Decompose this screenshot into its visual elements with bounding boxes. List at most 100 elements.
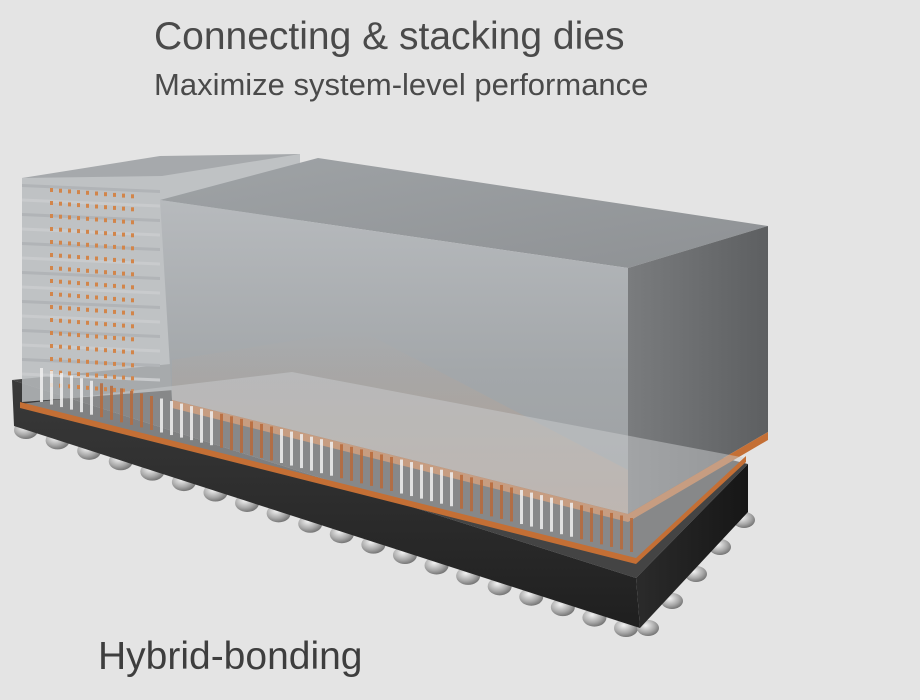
interposer-post	[60, 373, 63, 408]
tsv-copper	[95, 269, 98, 274]
tsv-copper	[86, 229, 89, 234]
tsv-copper	[68, 267, 71, 272]
tsv-copper	[68, 319, 71, 324]
interposer-post	[400, 459, 403, 494]
tsv-copper	[86, 385, 89, 390]
tsv-copper	[122, 375, 125, 380]
tsv-copper	[122, 323, 125, 328]
tsv-copper	[77, 216, 80, 221]
tsv-copper	[131, 207, 134, 212]
tsv-copper	[50, 292, 53, 296]
tsv-copper	[95, 373, 98, 378]
interposer-post	[590, 507, 593, 542]
interposer-post	[420, 464, 423, 499]
tsv-copper	[104, 322, 107, 327]
tsv-copper	[50, 305, 53, 309]
interposer-post	[320, 439, 323, 474]
tsv-copper	[122, 206, 125, 211]
tsv-copper	[95, 230, 98, 235]
tsv-copper	[68, 306, 71, 311]
tsv-copper	[95, 308, 98, 313]
tsv-copper	[95, 295, 98, 300]
tsv-copper	[77, 255, 80, 260]
tsv-copper	[131, 311, 134, 316]
interposer-post	[510, 487, 513, 522]
tsv-copper	[77, 320, 80, 325]
interposer-post	[360, 449, 363, 484]
tsv-copper	[104, 296, 107, 301]
tsv-copper	[86, 346, 89, 351]
tsv-copper	[86, 281, 89, 286]
tsv-copper	[131, 298, 134, 303]
tsv-copper	[50, 331, 53, 335]
interposer-post	[450, 472, 453, 507]
memory-die-layer	[22, 198, 160, 208]
tsv-copper	[77, 307, 80, 312]
tsv-copper	[131, 363, 134, 368]
tsv-copper	[104, 270, 107, 275]
interposer-post	[430, 467, 433, 502]
interposer-post	[150, 395, 153, 430]
interposer-post	[200, 408, 203, 443]
interposer-post	[70, 375, 73, 410]
interposer-post	[210, 411, 213, 446]
tsv-copper	[59, 214, 62, 219]
tsv-copper	[77, 242, 80, 247]
tsv-copper	[113, 283, 116, 288]
tsv-copper	[104, 257, 107, 262]
memory-die-layer	[22, 184, 160, 193]
tsv-copper	[122, 219, 125, 224]
tsv-copper	[122, 284, 125, 289]
memory-die-layer	[22, 285, 160, 295]
interposer-post	[350, 446, 353, 481]
interposer-post	[530, 492, 533, 527]
tsv-copper	[95, 191, 98, 196]
tsv-copper	[95, 334, 98, 339]
tsv-copper	[59, 344, 62, 349]
tsv-copper	[131, 337, 134, 342]
interposer-post	[290, 431, 293, 466]
tsv-copper	[68, 241, 71, 246]
tsv-copper	[113, 257, 116, 262]
tsv-copper	[68, 215, 71, 220]
tsv-copper	[77, 229, 80, 234]
interposer-post	[220, 413, 223, 448]
tsv-copper	[131, 233, 134, 238]
tsv-copper	[131, 272, 134, 277]
tsv-copper	[104, 309, 107, 314]
tsv-copper	[113, 335, 116, 340]
tsv-copper	[113, 270, 116, 275]
interposer-post	[230, 416, 233, 451]
tsv-copper	[104, 387, 107, 392]
interposer-post	[140, 393, 143, 428]
tsv-copper	[86, 372, 89, 377]
interposer-post	[550, 497, 553, 532]
interposer-post	[380, 454, 383, 489]
interposer-post	[330, 441, 333, 476]
interposer-post	[270, 426, 273, 461]
interposer-post	[490, 482, 493, 517]
interposer-post	[620, 515, 623, 550]
tsv-copper	[59, 266, 62, 271]
memory-die-layer	[22, 242, 160, 251]
interposer-layer	[20, 368, 746, 564]
tsv-copper	[86, 359, 89, 364]
tsv-copper	[68, 228, 71, 233]
tsv-copper	[122, 193, 125, 198]
tsv-copper	[104, 218, 107, 223]
interposer-post	[260, 423, 263, 458]
interposer-post	[160, 398, 163, 433]
interposer-post	[580, 505, 583, 540]
tsv-copper	[122, 271, 125, 276]
memory-die-layer	[22, 343, 160, 353]
tsv-copper	[131, 285, 134, 290]
tsv-copper	[113, 205, 116, 210]
tsv-copper	[59, 240, 62, 245]
memory-die-layer	[22, 300, 160, 309]
tsv-copper	[86, 255, 89, 260]
tsv-copper	[122, 232, 125, 237]
memory-die-layer	[22, 329, 160, 338]
tsv-copper	[131, 324, 134, 329]
interposer-post	[460, 474, 463, 509]
